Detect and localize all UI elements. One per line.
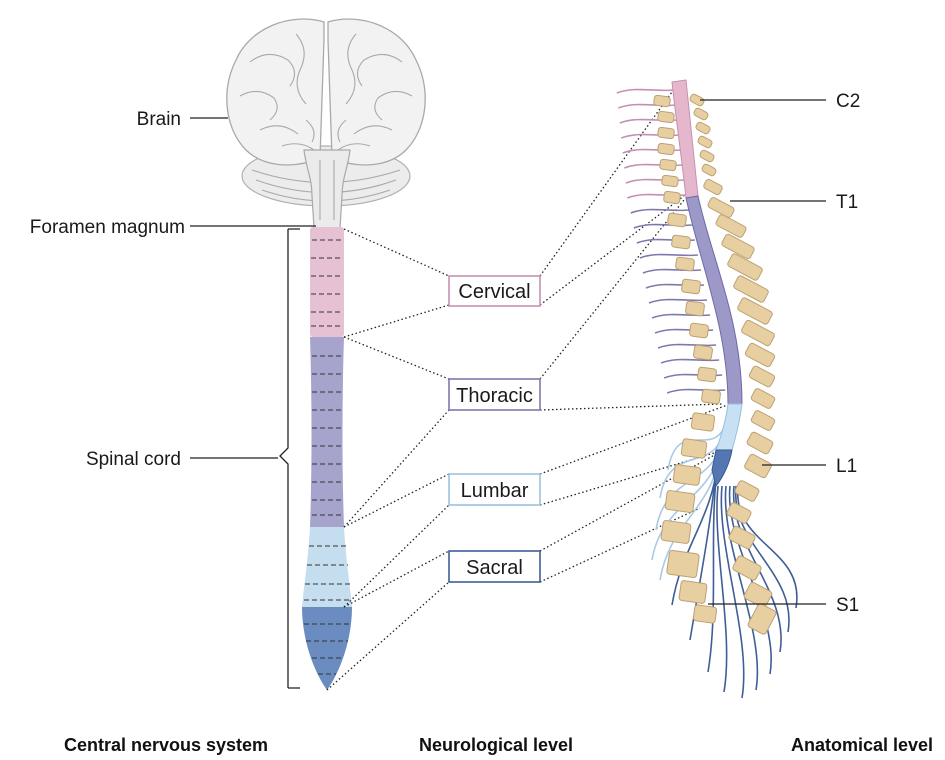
vertebral-body [657,143,674,155]
vertebral-body [671,235,690,249]
spinal-cord-label: Spinal cord [86,449,181,470]
cervical-label: Cervical [458,281,530,303]
thoracic-box: Thoracic [449,379,540,410]
brain-label: Brain [137,109,181,130]
lumbar-label: Lumbar [461,480,529,502]
spinous-process [701,163,717,177]
spinous-process [747,603,777,635]
vertebral-body [693,605,717,624]
vertebral-body [681,438,707,458]
spinous-process [703,178,724,195]
vertebral-body [667,213,686,227]
spinous-process [744,453,773,478]
vertebral-body [666,550,699,578]
anatomical-level-caption: Anatomical level [791,735,933,755]
cord-sacral [712,450,732,486]
central-nervous-system-caption: Central nervous system [64,735,268,755]
vertebral-body [661,520,692,544]
spinous-process [699,149,715,163]
vertebral-body [689,323,709,338]
vertebral-body [681,279,701,294]
thoracic-segment [310,337,344,527]
vertebral-body [685,301,705,316]
c2-label: C2 [836,91,860,112]
l1-label: L1 [836,456,857,477]
spinal-cord-column [302,227,352,690]
vertebral-body [661,175,678,187]
cervical-box: Cervical [449,276,540,306]
cervical-segment [310,227,344,337]
neurological-level-caption: Neurological level [419,735,573,755]
brain-illustration [227,19,425,228]
spinous-process [744,342,775,368]
nerve-root [640,254,698,258]
vertebral-column [617,80,797,698]
spinous-process [697,135,713,149]
sacral-box: Sacral [449,551,540,582]
vertebral-body [675,257,694,271]
spinal-cord-bracket [280,229,300,688]
sacral-label: Sacral [466,557,523,579]
spinous-process [750,388,776,410]
spinous-process [748,365,775,388]
cord-lumbar [716,404,742,450]
spinous-process [732,555,762,581]
vertebral-body [693,345,713,360]
foramen-magnum-label: Foramen magnum [30,217,185,238]
vertebral-body [665,490,695,513]
vertebral-body [697,367,717,382]
vertebrae [653,93,777,635]
vertebral-body [679,580,708,603]
nerve-root [617,89,675,93]
spinous-process [695,121,711,135]
spinous-process [746,431,774,455]
spinous-process [733,275,770,303]
s1-label: S1 [836,595,859,616]
vertebral-body [653,95,670,107]
lumbar-box: Lumbar [449,474,540,505]
vertebral-body [657,127,674,139]
vertebral-body [657,111,674,123]
spinous-process [741,319,776,346]
nerve-root [631,209,689,213]
vertebral-body [663,191,680,204]
nerve-root [661,359,719,363]
sacral-segment [302,607,352,690]
spinous-process [693,107,709,121]
vertebral-body [659,159,676,171]
spinous-process [737,297,774,325]
spinous-process [715,214,747,239]
vertebral-body [701,389,721,404]
lumbar-segment [302,527,352,607]
spinous-process [750,410,776,432]
thoracic-label: Thoracic [456,385,533,407]
t1-label: T1 [836,192,858,213]
vertebral-body [673,464,701,485]
vertebral-body [691,413,715,432]
